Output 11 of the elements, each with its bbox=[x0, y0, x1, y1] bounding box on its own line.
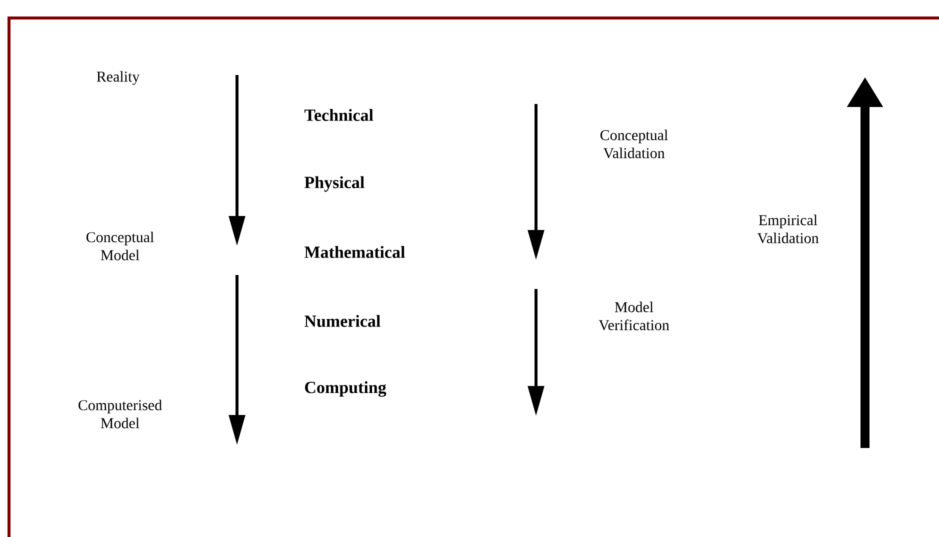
label: Computerised Model bbox=[78, 400, 162, 428]
label: Conceptual Validation bbox=[600, 130, 668, 158]
label: Reality bbox=[96, 71, 140, 85]
label: Conceptual Model bbox=[86, 232, 154, 260]
label: Mathematical bbox=[304, 246, 405, 258]
label: Physical bbox=[304, 176, 364, 192]
label: Computing bbox=[305, 381, 386, 397]
label: Numerical bbox=[304, 314, 380, 327]
label: Technical bbox=[304, 109, 374, 121]
label: Model Verification bbox=[598, 302, 670, 330]
label: Empirical Validation bbox=[757, 214, 819, 244]
